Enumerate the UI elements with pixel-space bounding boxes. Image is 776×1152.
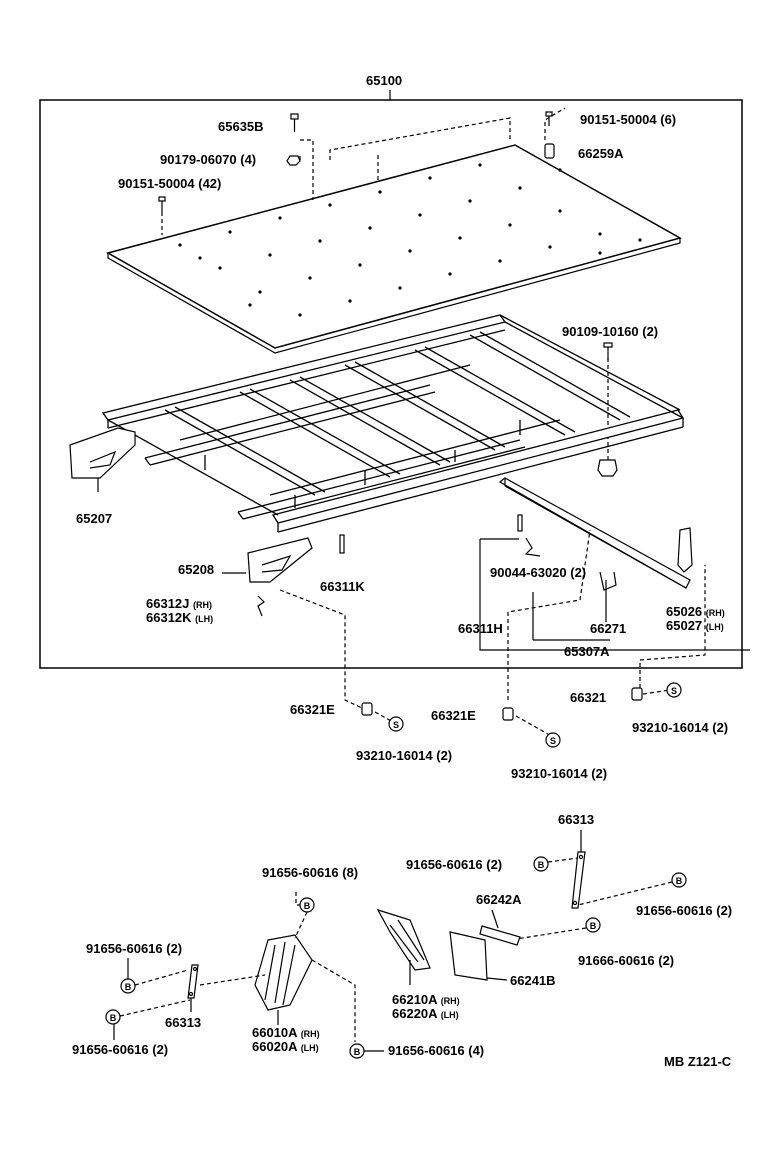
svg-text:B: B (110, 1013, 117, 1023)
label-65635B: 65635B (218, 119, 264, 134)
label-65307A: 65307A (564, 644, 610, 659)
screw-icon (545, 111, 553, 126)
label-93210-16014-right: 93210-16014 (2) (632, 720, 729, 735)
assembly-frame (39, 99, 743, 669)
svg-text:B: B (676, 876, 683, 886)
washer-b-icon: B (105, 1009, 121, 1025)
label-66321E-left: 66321E (290, 702, 335, 717)
bracket-65207 (69, 427, 136, 492)
svg-text:S: S (550, 736, 556, 746)
nut-icon (597, 459, 618, 477)
label-91656-60616-4: 91656-60616 (4) (388, 1043, 485, 1058)
washer-s-icon: S (666, 682, 682, 698)
label-66312K: 66312K (LH) (146, 610, 214, 625)
bracket-65208 (247, 537, 313, 583)
label-90179-06070: 90179-06070 (4) (160, 152, 257, 167)
label-93210-16014-left: 93210-16014 (2) (356, 748, 453, 763)
label-90044-63020: 90044-63020 (2) (490, 565, 587, 580)
rivet-icon (339, 534, 345, 554)
label-91656-60616-2-b: 91656-60616 (2) (636, 903, 733, 918)
clip-icon (257, 595, 265, 617)
washer-s-icon: S (545, 732, 561, 748)
svg-text:B: B (304, 901, 311, 911)
washer-b-icon: B (299, 897, 315, 913)
label-66010A: 66010A (RH) (252, 1025, 320, 1040)
label-66242A: 66242A (476, 892, 522, 907)
label-66313-bottom: 66313 (165, 1015, 202, 1030)
label-66259A: 66259A (578, 146, 624, 161)
washer-b-icon: B (585, 917, 601, 933)
guide-66210A (376, 908, 431, 985)
svg-text:S: S (671, 686, 677, 696)
label-66321: 66321 (570, 690, 607, 705)
label-90109-10160: 90109-10160 (2) (562, 324, 659, 339)
strap-66313-bottom (187, 964, 199, 1012)
label-91656-60616-2-c: 91656-60616 (2) (86, 941, 183, 956)
label-90151-50004-42: 90151-50004 (42) (118, 176, 222, 191)
clip-icon (524, 537, 541, 557)
washer-b-icon: B (533, 856, 549, 872)
label-66311K: 66311K (320, 579, 365, 594)
label-66321E-mid: 66321E (431, 708, 476, 723)
label-66271: 66271 (590, 621, 627, 636)
clip-icon (631, 687, 643, 701)
plate-66241B (449, 931, 508, 981)
screw-icon (158, 196, 166, 212)
washer-b-icon: B (671, 872, 687, 888)
plate-66242A (479, 909, 521, 946)
label-66020A: 66020A (LH) (252, 1039, 319, 1054)
label-65027: 65027 (LH) (666, 618, 724, 633)
screw-icon (603, 342, 613, 360)
screw-icon (290, 113, 299, 132)
label-91656-60616-8: 91656-60616 (8) (262, 865, 359, 880)
diagram-code: MB Z121-C (664, 1054, 732, 1069)
deck-board (106, 144, 682, 354)
label-91656-60616-2-d: 91656-60616 (2) (72, 1042, 169, 1057)
strap-66313-top (571, 851, 586, 909)
label-91666-60616: 91666-60616 (2) (578, 953, 675, 968)
label-66241B: 66241B (510, 973, 556, 988)
label-65026: 65026 (RH) (666, 604, 725, 619)
bracket-65026 (677, 527, 693, 573)
clip-icon (502, 707, 514, 721)
label-66220A: 66220A (LH) (392, 1006, 459, 1021)
clip-icon (361, 702, 373, 716)
washer-s-icon: S (388, 716, 404, 732)
svg-text:B: B (354, 1047, 361, 1057)
label-90151-50004-6: 90151-50004 (6) (580, 112, 677, 127)
label-65100: 65100 (366, 73, 403, 88)
label-66210A: 66210A (RH) (392, 992, 460, 1007)
guard-66010A (254, 934, 313, 1025)
label-66313-top: 66313 (558, 812, 595, 827)
clip-icon (544, 143, 555, 159)
clip-icon (599, 571, 617, 591)
label-93210-16014-mid: 93210-16014 (2) (511, 766, 608, 781)
rivet-icon (517, 514, 523, 532)
washer-b-icon: B (120, 978, 136, 994)
washer-b-icon: B (349, 1043, 365, 1059)
deck-frame (101, 314, 685, 533)
deck-bolt-holes (178, 163, 642, 317)
label-66311H: 66311H (458, 621, 503, 636)
label-65207: 65207 (76, 511, 113, 526)
label-66312J: 66312J (RH) (146, 596, 213, 611)
label-91656-60616-2-a: 91656-60616 (2) (406, 857, 503, 872)
svg-text:B: B (538, 860, 545, 870)
svg-text:B: B (590, 921, 597, 931)
nut-icon (286, 155, 301, 166)
label-65208: 65208 (178, 562, 215, 577)
svg-text:S: S (393, 720, 399, 730)
side-rail-65307A (498, 477, 691, 589)
svg-text:B: B (125, 982, 132, 992)
